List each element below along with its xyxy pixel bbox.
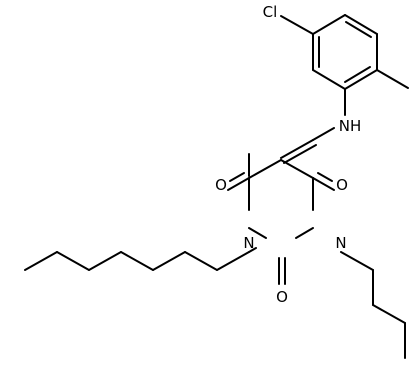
ring-double-bond xyxy=(344,66,371,83)
ring-bond xyxy=(312,14,346,35)
oxygen-label-top-left: O xyxy=(215,176,227,194)
carbonyl-bond-left xyxy=(229,172,245,182)
amine-label: NH xyxy=(339,117,362,135)
ring-double-bond xyxy=(345,21,372,38)
oxygen-label-top-right: O xyxy=(336,176,348,194)
chain-bond xyxy=(340,251,374,271)
chain-bond xyxy=(88,251,122,271)
chain-bond xyxy=(152,251,186,271)
ring-bond xyxy=(280,159,314,179)
ring-bond xyxy=(295,227,314,239)
ring-bond xyxy=(344,69,378,90)
ring-bond xyxy=(312,69,346,90)
ring-bond xyxy=(248,247,257,253)
chain-bond xyxy=(216,251,250,271)
chain-bond xyxy=(372,304,406,324)
carbonyl-bond-left xyxy=(227,177,250,191)
chain-bond xyxy=(184,251,218,271)
exocyclic-double-bond xyxy=(283,144,317,164)
oxygen-label-bottom: O xyxy=(276,288,288,306)
chain-bond xyxy=(24,251,58,271)
methyl-bond xyxy=(376,69,409,89)
octyl-chain xyxy=(24,251,250,271)
amine-to-methine-bond xyxy=(312,127,335,141)
chain-bond xyxy=(120,251,154,271)
chlorotoluene-ring xyxy=(312,14,378,90)
nitrogen-label-left: N xyxy=(243,234,254,252)
nitrogen-label-right: N xyxy=(335,234,346,252)
ring-bond xyxy=(248,227,267,239)
chlorine-label: Cl xyxy=(263,3,278,21)
chloro-bond xyxy=(280,15,314,35)
butyl-chain xyxy=(340,251,406,359)
chain-bond xyxy=(56,251,90,271)
ring-bond xyxy=(248,159,282,179)
carbonyl-bond-right xyxy=(317,172,333,182)
ring-bond xyxy=(344,14,378,35)
carbonyl-bond-right xyxy=(312,177,335,191)
exocyclic-double-bond xyxy=(280,139,314,159)
pyrimidine-ring xyxy=(248,159,314,253)
